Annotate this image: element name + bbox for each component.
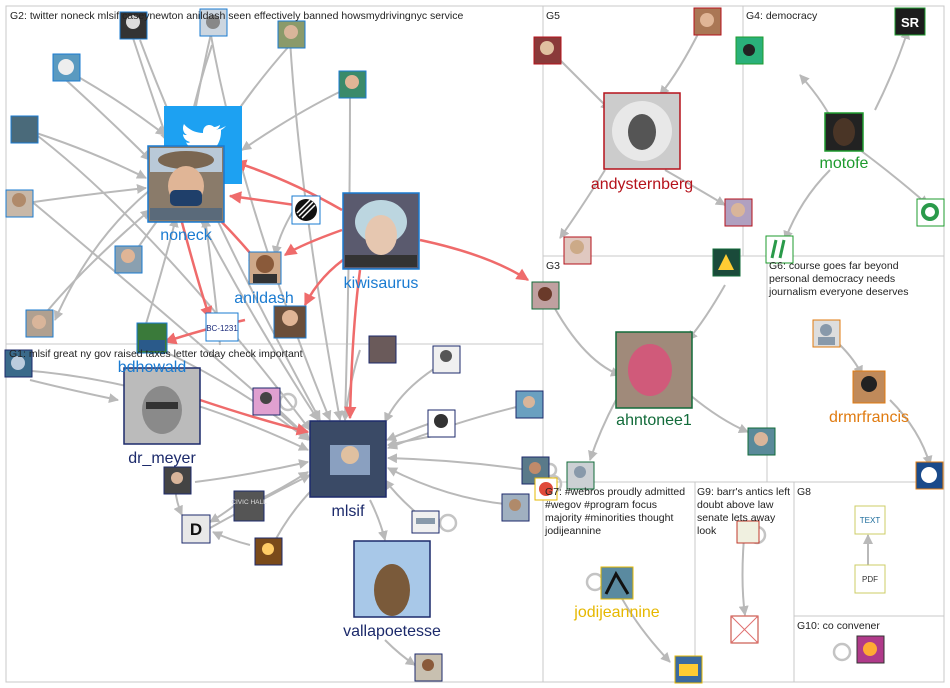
label-dr-meyer: dr_meyer [128,450,196,467]
avatar-small[interactable] [765,235,794,264]
group-label-g9: G9: barr's antics left doubt above law s… [697,486,791,537]
avatar-small[interactable] [674,655,703,684]
avatar-small[interactable] [4,349,33,378]
group-label-g1: G1: mlsif great ny gov raised taxes lett… [9,348,303,360]
group-label-g10: G10: co convener [797,620,880,632]
group-label-g2: G2: twitter noneck mlsif caseynewton ani… [10,10,463,22]
pdf-logo[interactable]: PDF [854,564,886,594]
node-labels: noneck anildash kiwisaurus bdhowald andy… [118,155,909,640]
label-andysternberg: andysternberg [591,176,693,193]
avatar-small[interactable] [199,8,228,37]
avatar-small[interactable] [531,281,560,310]
label-bdhowald: bdhowald [118,359,187,376]
group-label-g6: G6: course goes far beyond personal demo… [769,260,909,298]
avatar-small[interactable] [812,319,841,348]
text-logo-label: TEXT [860,516,881,525]
avatar-small[interactable] [856,635,885,664]
sr-logo-text: SR [901,15,920,30]
label-mlsif: mlsif [332,503,365,520]
avatar-small[interactable] [515,390,544,419]
avatar-noneck[interactable] [147,145,225,223]
avatar-small[interactable] [563,236,592,265]
label-motofe: motofe [820,155,869,172]
avatar-stripe-logo[interactable] [291,195,321,225]
label-anildash: anildash [234,290,294,307]
avatar-small[interactable] [119,11,148,40]
avatar-small[interactable] [693,7,722,36]
avatar-small[interactable] [501,493,530,522]
avatar-bdhowald[interactable] [136,322,168,354]
avatar-small[interactable] [712,248,741,277]
group-label-g4: G4: democracy [746,10,818,22]
text-logo[interactable]: TEXT [854,505,886,535]
group-box-g10 [793,615,945,683]
label-ahntonee1: ahntonee1 [616,412,692,429]
avatar-small[interactable] [427,409,456,438]
avatar-small[interactable] [252,387,281,416]
sr-logo[interactable]: SR [894,7,926,36]
plate-text: BC-1231 [206,324,238,333]
avatar-small[interactable] [915,461,944,490]
avatar-small[interactable] [52,53,81,82]
avatar-vallapoetesse[interactable] [353,540,431,618]
label-noneck: noneck [160,227,213,244]
avatar-ahntonee1[interactable] [615,331,693,409]
avatar-small[interactable] [277,20,306,49]
label-drmrfrancis: drmrfrancis [829,409,909,426]
avatar-small[interactable] [533,36,562,65]
avatar-andysternberg[interactable] [603,92,681,170]
avatar-small[interactable] [730,615,759,644]
avatar-small[interactable] [534,477,558,501]
group-label-g5: G5 [546,10,560,22]
group-label-g3: G3 [546,260,560,272]
avatar-drmrfrancis[interactable] [852,370,886,404]
avatar-small[interactable] [411,510,440,534]
pdf-logo-label: PDF [862,575,878,584]
avatar-small[interactable] [735,36,764,65]
avatar-small[interactable] [338,70,367,99]
avatar-small[interactable] [368,335,397,364]
group-label-g7: G7: #webros proudly admitted #wegov #pro… [545,486,686,537]
group-boxes [5,5,945,683]
avatar-anildash[interactable] [248,251,282,285]
label-vallapoetesse: vallapoetesse [343,623,441,640]
d-logo[interactable]: D [181,514,211,544]
civic-hall-text: CIVIC HALL [231,499,267,506]
avatar-small[interactable] [414,653,443,682]
avatar-user-plate-neighbor[interactable] [273,305,307,339]
nodes: BC-1231 [4,7,945,684]
avatar-small[interactable] [254,537,283,566]
avatar-plate[interactable]: BC-1231 [205,312,239,342]
label-kiwisaurus: kiwisaurus [344,275,419,292]
avatar-small[interactable] [5,189,34,218]
d-logo-text: D [190,520,202,539]
avatar-motofe[interactable] [824,112,864,152]
avatar-mlsif[interactable] [309,420,387,498]
edges-red [163,159,530,436]
civic-hall-logo[interactable]: CIVIC HALL [231,490,267,522]
avatar-jodijeannine[interactable] [600,566,634,600]
group-label-g8: G8 [797,486,811,498]
avatar-kiwisaurus[interactable] [342,192,420,270]
avatar-small[interactable] [114,245,143,274]
label-jodijeannine: jodijeannine [573,604,660,621]
avatar-small[interactable] [25,309,54,338]
avatar-small[interactable] [724,198,753,227]
avatar-small[interactable] [163,466,192,495]
avatar-small[interactable] [916,198,945,227]
avatar-small[interactable] [747,427,776,456]
avatar-small[interactable] [10,115,39,144]
avatar-small[interactable] [566,461,595,490]
avatar-small[interactable] [432,345,461,374]
avatar-dr-meyer[interactable] [123,367,201,445]
avatar-small[interactable] [736,520,760,544]
